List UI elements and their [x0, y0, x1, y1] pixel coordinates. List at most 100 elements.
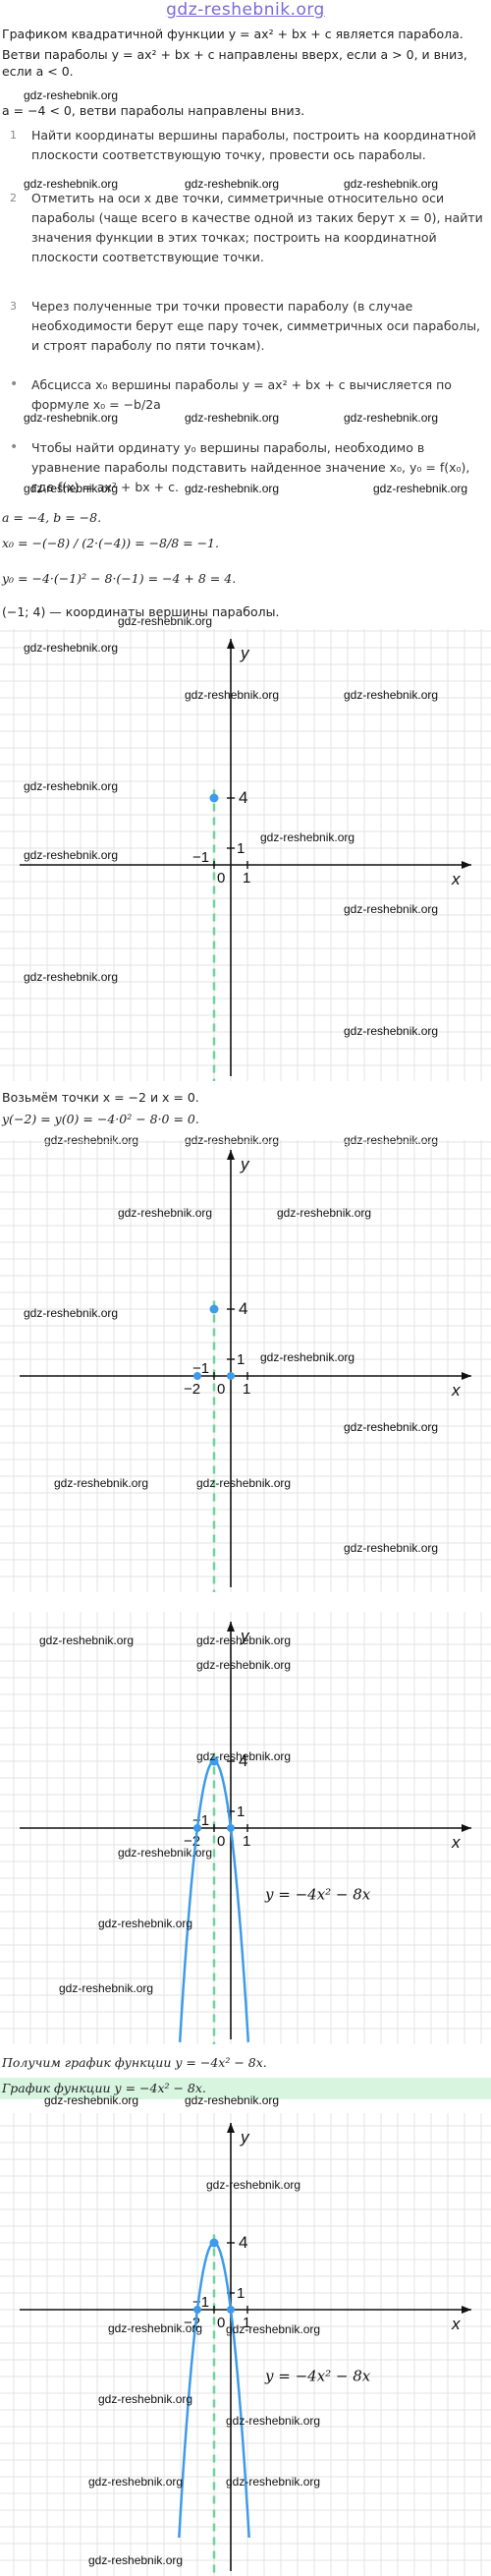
y-tick-label-4: 4: [239, 1299, 247, 1318]
watermark: gdz-reshebnik.org: [98, 1917, 193, 1930]
watermark: gdz-reshebnik.org: [98, 2392, 193, 2406]
y-values: y(−2) = y(0) = −4·0² − 8·0 = 0.: [2, 1112, 199, 1126]
site-title[interactable]: gdz-reshebnik.org: [166, 0, 325, 20]
watermark: gdz-reshebnik.org: [24, 848, 119, 862]
watermark: gdz-reshebnik.org: [24, 411, 119, 425]
x-tick-label-1: 1: [243, 870, 250, 887]
bullet-mark: •: [10, 439, 19, 455]
step-number: 3: [10, 300, 17, 313]
watermark: gdz-reshebnik.org: [24, 1306, 119, 1320]
watermark: gdz-reshebnik.org: [344, 411, 439, 425]
intro-line-1: Графиком квадратичной функции y = ax² + …: [2, 27, 464, 41]
watermark: gdz-reshebnik.org: [88, 2475, 184, 2489]
final-text: График функции y = −4x² − 8x.: [2, 2081, 206, 2095]
y-axis-arrow: [227, 1150, 235, 1160]
watermark: gdz-reshebnik.org: [24, 779, 119, 793]
y-tick-label-1: 1: [237, 2285, 245, 2302]
intro-line-2: Ветви параболы y = ax² + bx + c направле…: [2, 47, 467, 79]
calc-x0: x₀ = −(−8) / (2·(−4)) = −8/8 = −1.: [2, 536, 219, 550]
watermark: gdz-reshebnik.org: [59, 1981, 154, 1995]
x-tick-label-minus-1: −1: [192, 849, 209, 866]
step-text: Отметить на оси x две точки, симметричны…: [31, 191, 483, 264]
y-tick-label-1: 1: [237, 1803, 245, 1820]
bullet-text: Абсцисса x₀ вершины параболы y = ax² + b…: [31, 377, 452, 412]
step-number: 2: [10, 192, 17, 204]
watermark: gdz-reshebnik.org: [344, 688, 439, 702]
origin-label: 0: [217, 870, 225, 887]
x-axis-arrow: [462, 1824, 471, 1832]
watermark: gdz-reshebnik.org: [196, 1749, 292, 1763]
watermark: gdz-reshebnik.org: [118, 1846, 213, 1860]
watermark: gdz-reshebnik.org: [185, 177, 280, 191]
watermark: gdz-reshebnik.org: [196, 1658, 292, 1672]
y-axis-label: y: [240, 644, 250, 662]
y-axis-label: y: [240, 1627, 250, 1645]
result-text: Получим график функции y = −4x² − 8x.: [2, 2055, 267, 2070]
y-tick-label-4: 4: [239, 788, 247, 807]
watermark: gdz-reshebnik.org: [344, 902, 439, 916]
step-text: Найти координаты вершины параболы, постр…: [31, 128, 476, 162]
watermark: gdz-reshebnik.org: [44, 1133, 139, 1147]
bullet-2: • Чтобы найти ординату y₀ вершины парабо…: [10, 438, 483, 497]
watermark: gdz-reshebnik.org: [39, 1633, 135, 1647]
y-axis-arrow: [227, 639, 235, 649]
vertex-point: [209, 793, 219, 803]
watermark: gdz-reshebnik.org: [185, 1133, 280, 1147]
vertex-coords: (−1; 4) — координаты вершины параболы.: [2, 604, 280, 619]
y-tick-label-1: 1: [237, 1351, 245, 1368]
watermark: gdz-reshebnik.org: [206, 2178, 301, 2192]
watermark: gdz-reshebnik.org: [185, 2093, 280, 2107]
parabola-curve: [178, 1759, 250, 2042]
watermark: gdz-reshebnik.org: [54, 1476, 149, 1490]
calc-y0: y₀ = −4·(−1)² − 8·(−1) = −4 + 8 = 4.: [2, 571, 237, 586]
bullet-text: Чтобы найти ординату y₀ вершины параболы…: [31, 440, 470, 494]
x-axis-arrow: [462, 2306, 471, 2314]
watermark: gdz-reshebnik.org: [185, 688, 280, 702]
function-label: y = −4x² − 8x: [264, 1886, 371, 1904]
watermark: gdz-reshebnik.org: [24, 482, 119, 495]
y-axis-arrow: [227, 1622, 235, 1631]
watermark: gdz-reshebnik.org: [185, 482, 280, 495]
x-axis-arrow: [462, 1372, 471, 1380]
watermark: gdz-reshebnik.org: [185, 411, 280, 425]
calc-ab: a = −4, b = −8.: [2, 510, 102, 525]
y-tick-label-1: 1: [237, 840, 245, 857]
origin-label: 0: [217, 2315, 225, 2331]
x-axis-arrow: [462, 861, 471, 869]
intro-line-3: a = −4 < 0, ветви параболы направлены вн…: [2, 103, 305, 118]
bullet-mark: •: [10, 376, 19, 392]
watermark: gdz-reshebnik.org: [108, 2321, 203, 2335]
step-number: 1: [10, 129, 17, 142]
watermark: gdz-reshebnik.org: [344, 177, 439, 191]
x-axis-label: x: [451, 2315, 461, 2333]
watermark: gdz-reshebnik.org: [196, 1476, 292, 1490]
watermark: gdz-reshebnik.org: [88, 2553, 184, 2567]
watermark: gdz-reshebnik.org: [344, 1024, 439, 1038]
watermark: gdz-reshebnik.org: [24, 88, 119, 102]
watermark: gdz-reshebnik.org: [196, 1633, 292, 1647]
x-tick-label-1: 1: [243, 1381, 250, 1398]
watermark: gdz-reshebnik.org: [24, 970, 119, 984]
watermark: gdz-reshebnik.org: [344, 1420, 439, 1434]
bullet-1: • Абсцисса x₀ вершины параболы y = ax² +…: [10, 375, 483, 415]
step-3: 3 Через полученные три точки провести па…: [10, 297, 483, 356]
x-tick-label-1: 1: [243, 2315, 250, 2331]
watermark: gdz-reshebnik.org: [118, 614, 213, 628]
watermark: gdz-reshebnik.org: [277, 1206, 372, 1220]
watermark: gdz-reshebnik.org: [24, 641, 119, 655]
watermark: gdz-reshebnik.org: [226, 2322, 321, 2336]
step-text: Через полученные три точки провести пара…: [31, 299, 481, 353]
x-tick-label-minus-2: −2: [184, 1381, 200, 1398]
origin-label: 0: [217, 1833, 225, 1850]
y-axis-label: y: [240, 2128, 250, 2147]
parabola-curve: [178, 2241, 250, 2538]
watermark: gdz-reshebnik.org: [226, 2475, 321, 2489]
watermark: gdz-reshebnik.org: [260, 1350, 355, 1364]
y-tick-label-4: 4: [239, 1751, 247, 1770]
origin-label: 0: [217, 1381, 225, 1398]
x-axis-label: x: [451, 870, 461, 888]
step-2: 2 Отметить на оси x две точки, симметрич…: [10, 189, 483, 267]
